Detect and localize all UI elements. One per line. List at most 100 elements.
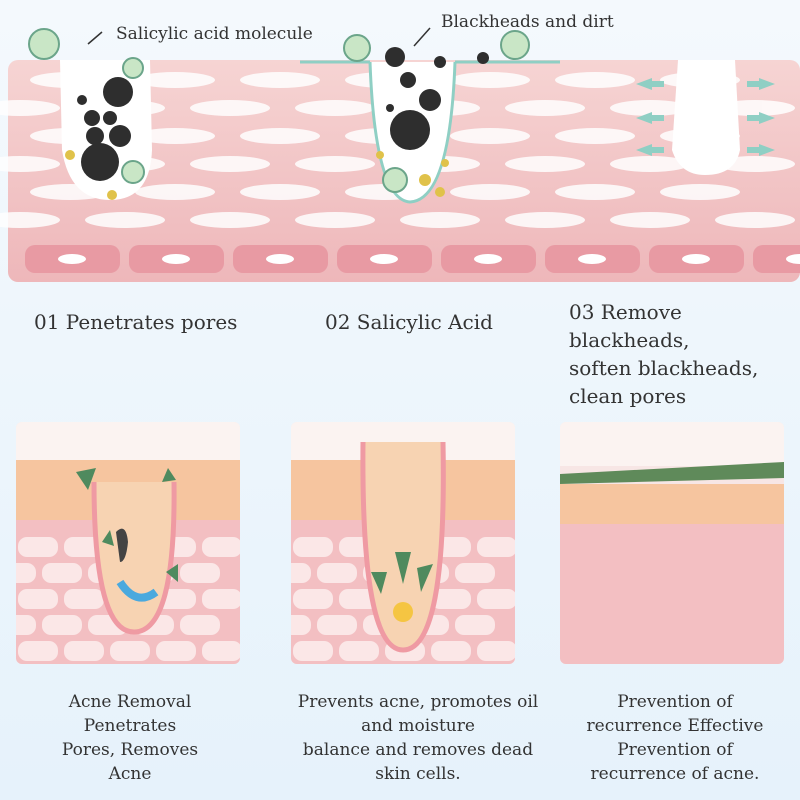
skin-cell — [295, 100, 375, 116]
cell-nucleus — [266, 254, 294, 264]
step-02-title: 02 Salicylic Acid — [325, 310, 493, 334]
cell-nucleus — [370, 254, 398, 264]
step-03-title: 03 Remove blackheads, soften blackheads,… — [569, 298, 799, 410]
dermis-cell — [291, 563, 311, 583]
skin-cell — [555, 72, 635, 88]
dermis-cell — [317, 563, 357, 583]
step-03-line: soften blackheads, — [569, 356, 759, 380]
skin-cell — [450, 184, 530, 200]
skin-cell — [610, 212, 690, 228]
skin-cell — [450, 128, 530, 144]
dermis-cell — [42, 615, 82, 635]
dermis-cell — [18, 537, 58, 557]
dermis-cell — [455, 615, 495, 635]
base-cell — [753, 245, 800, 273]
dermis-cell — [64, 589, 104, 609]
description-3: Prevention of recurrence Effective Preve… — [570, 690, 780, 786]
skin-cell — [450, 72, 530, 88]
skin-cell — [715, 212, 795, 228]
panel-clean-pores — [560, 422, 784, 664]
skin-cell — [660, 184, 740, 200]
cell-nucleus — [58, 254, 86, 264]
description-2: Prevents acne, promotes oil and moisture… — [282, 690, 554, 786]
dermis-cell — [477, 641, 515, 661]
dermis-cell — [202, 641, 240, 661]
dermis-cell — [455, 563, 495, 583]
description-line: Pores, Removes — [61, 740, 199, 760]
salicylic-molecule-icons — [28, 28, 530, 193]
dermis-cell — [202, 537, 240, 557]
skin-cell — [190, 212, 270, 228]
skin-cell — [85, 212, 165, 228]
dermis-cell — [477, 589, 515, 609]
skin-cell — [555, 128, 635, 144]
description-line: Acne Removal — [68, 692, 192, 712]
dermis-cell — [42, 563, 82, 583]
description-line: Penetrates — [83, 716, 177, 736]
description-line: recurrence of acne. — [590, 764, 760, 784]
skin-cell — [135, 184, 215, 200]
skin-cell — [0, 212, 60, 228]
skin-cell — [190, 100, 270, 116]
skin-cell — [240, 128, 320, 144]
dermis-cell — [293, 537, 333, 557]
cell-nucleus — [786, 254, 800, 264]
cell-nucleus — [578, 254, 606, 264]
description-line: Prevents acne, promotes oil — [297, 692, 539, 712]
dermis-cell — [18, 589, 58, 609]
description-line: balance and removes dead — [302, 740, 534, 760]
dermis-cell — [16, 615, 36, 635]
skin-cell — [135, 128, 215, 144]
compress-arrows — [636, 78, 775, 156]
description-line: recurrence Effective — [586, 716, 764, 736]
dermis-cell — [18, 641, 58, 661]
description-line: skin cells. — [375, 764, 461, 784]
skin-cell — [135, 72, 215, 88]
skin-cell — [240, 72, 320, 88]
cell-nucleus — [474, 254, 502, 264]
dermis-cell — [64, 641, 104, 661]
label-blackheads-dirt: Blackheads and dirt — [441, 12, 614, 32]
dermis-cell — [180, 615, 220, 635]
skin-cell — [295, 156, 375, 172]
step-03-line: 03 Remove blackheads, — [569, 300, 690, 352]
description-line: Acne — [108, 764, 152, 784]
dermis-cell — [339, 641, 379, 661]
skin-cell — [610, 100, 690, 116]
description-line: Prevention of — [617, 740, 733, 760]
dermis-cell — [156, 641, 196, 661]
dermis-cell — [293, 641, 333, 661]
skin-cell — [610, 156, 690, 172]
skin-cross-section-illustration — [0, 27, 800, 282]
skin-cell — [240, 184, 320, 200]
dermis-cell — [317, 615, 357, 635]
dermis-cell — [202, 589, 240, 609]
cell-nucleus — [162, 254, 190, 264]
skin-cell — [400, 212, 480, 228]
dermis-cell — [431, 589, 471, 609]
panel-salicylic-acid — [291, 422, 515, 664]
skin-cell — [0, 100, 60, 116]
skin-cell — [295, 212, 375, 228]
step-01-title: 01 Penetrates pores — [34, 310, 238, 334]
label-salicylic-molecule: Salicylic acid molecule — [116, 24, 313, 44]
dermis-cell — [431, 641, 471, 661]
panel-penetrates-pores — [16, 422, 240, 664]
dermis-cell — [180, 563, 220, 583]
skin-cell — [555, 184, 635, 200]
skin-cell — [505, 156, 585, 172]
dermis-cell — [16, 563, 36, 583]
dermis-cell — [110, 641, 150, 661]
dermis-cell — [291, 615, 311, 635]
dermis-cell — [293, 589, 333, 609]
description-1: Acne Removal Penetrates Pores, Removes A… — [40, 690, 220, 786]
step-03-line: clean pores — [569, 384, 687, 408]
description-line: Prevention of — [617, 692, 733, 712]
dermis-cell — [477, 537, 515, 557]
skin-cell — [0, 156, 60, 172]
skin-cell — [190, 156, 270, 172]
skin-cell — [505, 212, 585, 228]
blackhead-dots — [77, 47, 489, 181]
description-line: and moisture — [361, 716, 475, 736]
cell-nucleus — [682, 254, 710, 264]
